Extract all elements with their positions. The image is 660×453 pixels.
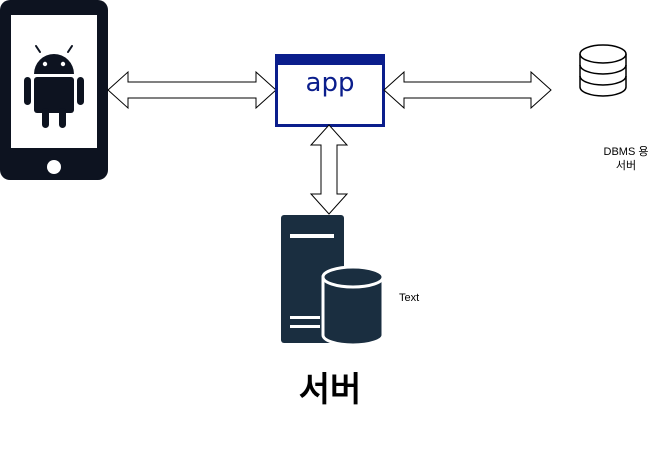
arrow-app-server [309,124,349,215]
arrow-phone-app [107,70,277,110]
text-label: Text [399,292,420,304]
arrow-app-dbms [383,70,552,110]
dbms-label-line1: DBMS 용 [603,146,649,158]
database-icon [579,44,627,97]
server-database-icon [281,215,385,347]
android-phone-icon [0,0,108,180]
dbms-server-label: DBMS 용 서버 [596,145,656,173]
dbms-label-line2: 서버 [615,160,637,172]
app-label: app [305,68,355,98]
app-window [275,54,385,127]
server-label: 서버 [298,370,362,410]
android-logo [24,45,84,128]
